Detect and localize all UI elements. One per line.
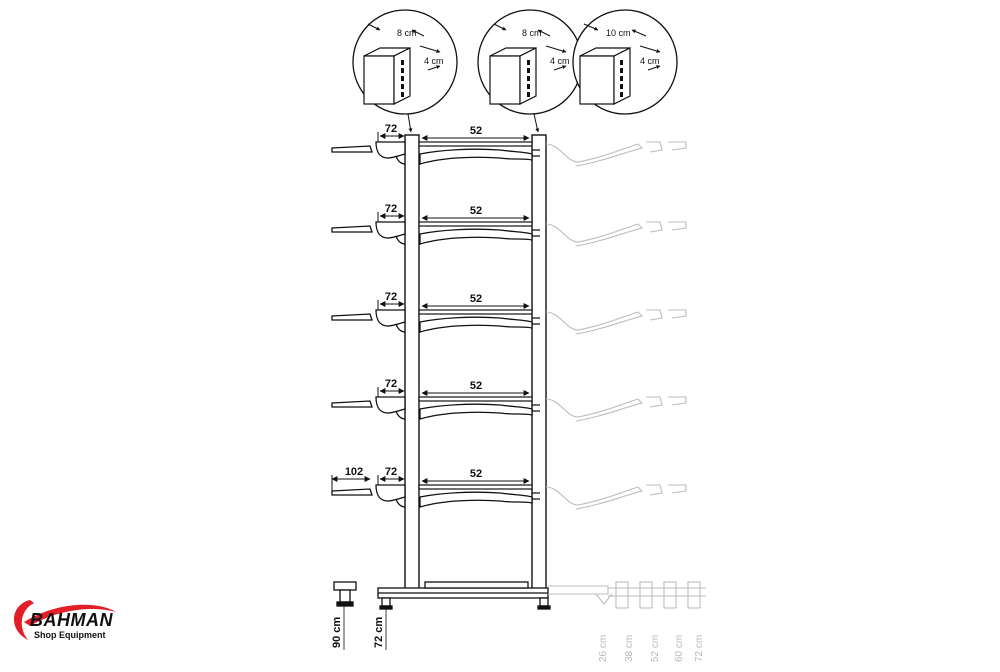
shelf-support-arc (419, 403, 533, 420)
left-shelf-arm (331, 488, 373, 496)
shelf-width-label: 52 (470, 380, 482, 392)
shelf-level-3: 72 52 (331, 291, 540, 333)
detail-view-3: 10 cm 4 cm (572, 9, 678, 115)
left-bracket (375, 396, 406, 414)
side-depth-label: 72 (385, 378, 397, 390)
base-unit (377, 581, 551, 610)
left-base-foot (333, 581, 357, 607)
left-bracket (375, 141, 406, 159)
shelf-width-label: 52 (470, 125, 482, 137)
detail-1-depth-label: 4 cm (424, 56, 444, 66)
right-base-height-3: 52 cm (650, 635, 661, 662)
detail-3-width-label: 10 cm (606, 28, 631, 38)
shelf-levels: 72 52 72 52 72 52 72 52 72 52 102 (331, 123, 540, 508)
left-shelf-arm (331, 313, 373, 321)
upright-profile-illustration (489, 47, 537, 105)
right-upright (531, 134, 547, 591)
center-base-height: 72 cm (373, 617, 385, 648)
shelf-board (418, 484, 533, 490)
shelf-level-2: 72 52 (331, 203, 540, 245)
left-shelf-arm (331, 145, 373, 153)
ghost-shelf-4 (545, 396, 687, 422)
left-base-height: 90 cm (331, 617, 343, 648)
left-shelf-arm (331, 225, 373, 233)
ghost-shelf-2 (545, 221, 687, 247)
shelf-level-5: 72 52 102 (331, 466, 540, 508)
right-base-height-4: 60 cm (674, 635, 685, 662)
shelf-support-arc (419, 148, 533, 165)
upright-profile-illustration (579, 47, 631, 105)
logo-arc-icon (24, 604, 116, 626)
optional-extensions (545, 141, 687, 510)
extension-depth-label: 102 (345, 466, 363, 478)
optional-base-extensions (548, 581, 706, 609)
logo-tagline: Shop Equipment (34, 630, 106, 640)
right-base-height-1: 26 cm (598, 635, 609, 662)
base-height-labels: 90 cm 72 cm 26 cm 38 cm 52 cm 60 cm 72 c… (331, 606, 705, 662)
shelf-board (418, 396, 533, 402)
leader-line-right (533, 113, 540, 133)
side-depth-label: 72 (385, 291, 397, 303)
shelf-width-label: 52 (470, 293, 482, 305)
ghost-shelf-3 (545, 309, 687, 335)
ghost-shelf-5 (545, 484, 687, 510)
shelf-support-arc (419, 228, 533, 245)
side-depth-label: 72 (385, 123, 397, 135)
detail-2-depth-label: 4 cm (550, 56, 570, 66)
shelf-level-1: 72 52 (331, 123, 540, 165)
logo-swoosh-icon (13, 600, 34, 640)
detail-3-depth-label: 4 cm (640, 56, 660, 66)
shelf-width-label: 52 (470, 205, 482, 217)
shelf-support-arc (419, 316, 533, 333)
ghost-shelf-1 (545, 141, 687, 167)
upright-profile-illustration (363, 47, 411, 105)
right-base-height-5: 72 cm (694, 635, 705, 662)
detail-view-2: 8 cm 4 cm (477, 9, 583, 115)
leader-line-left (407, 113, 413, 133)
brand-logo: BAHMAN Shop Equipment (13, 600, 116, 640)
left-bracket (375, 309, 406, 327)
left-shelf-arm (331, 400, 373, 408)
side-depth-label: 72 (385, 466, 397, 478)
left-bracket (375, 484, 406, 502)
shelf-level-4: 72 52 (331, 378, 540, 420)
shelf-board (418, 221, 533, 227)
left-bracket (375, 221, 406, 239)
detail-view-1: 8 cm 4 cm (352, 9, 458, 115)
shelf-width-label: 52 (470, 468, 482, 480)
shelf-support-arc (419, 491, 533, 508)
right-base-height-2: 38 cm (624, 635, 635, 662)
shelf-board (418, 309, 533, 315)
logo-brand-name: BAHMAN (30, 610, 113, 630)
shelf-board (418, 141, 533, 147)
side-depth-label: 72 (385, 203, 397, 215)
left-upright (404, 134, 420, 591)
detail-1-width-label: 8 cm (397, 28, 417, 38)
detail-2-width-label: 8 cm (522, 28, 542, 38)
